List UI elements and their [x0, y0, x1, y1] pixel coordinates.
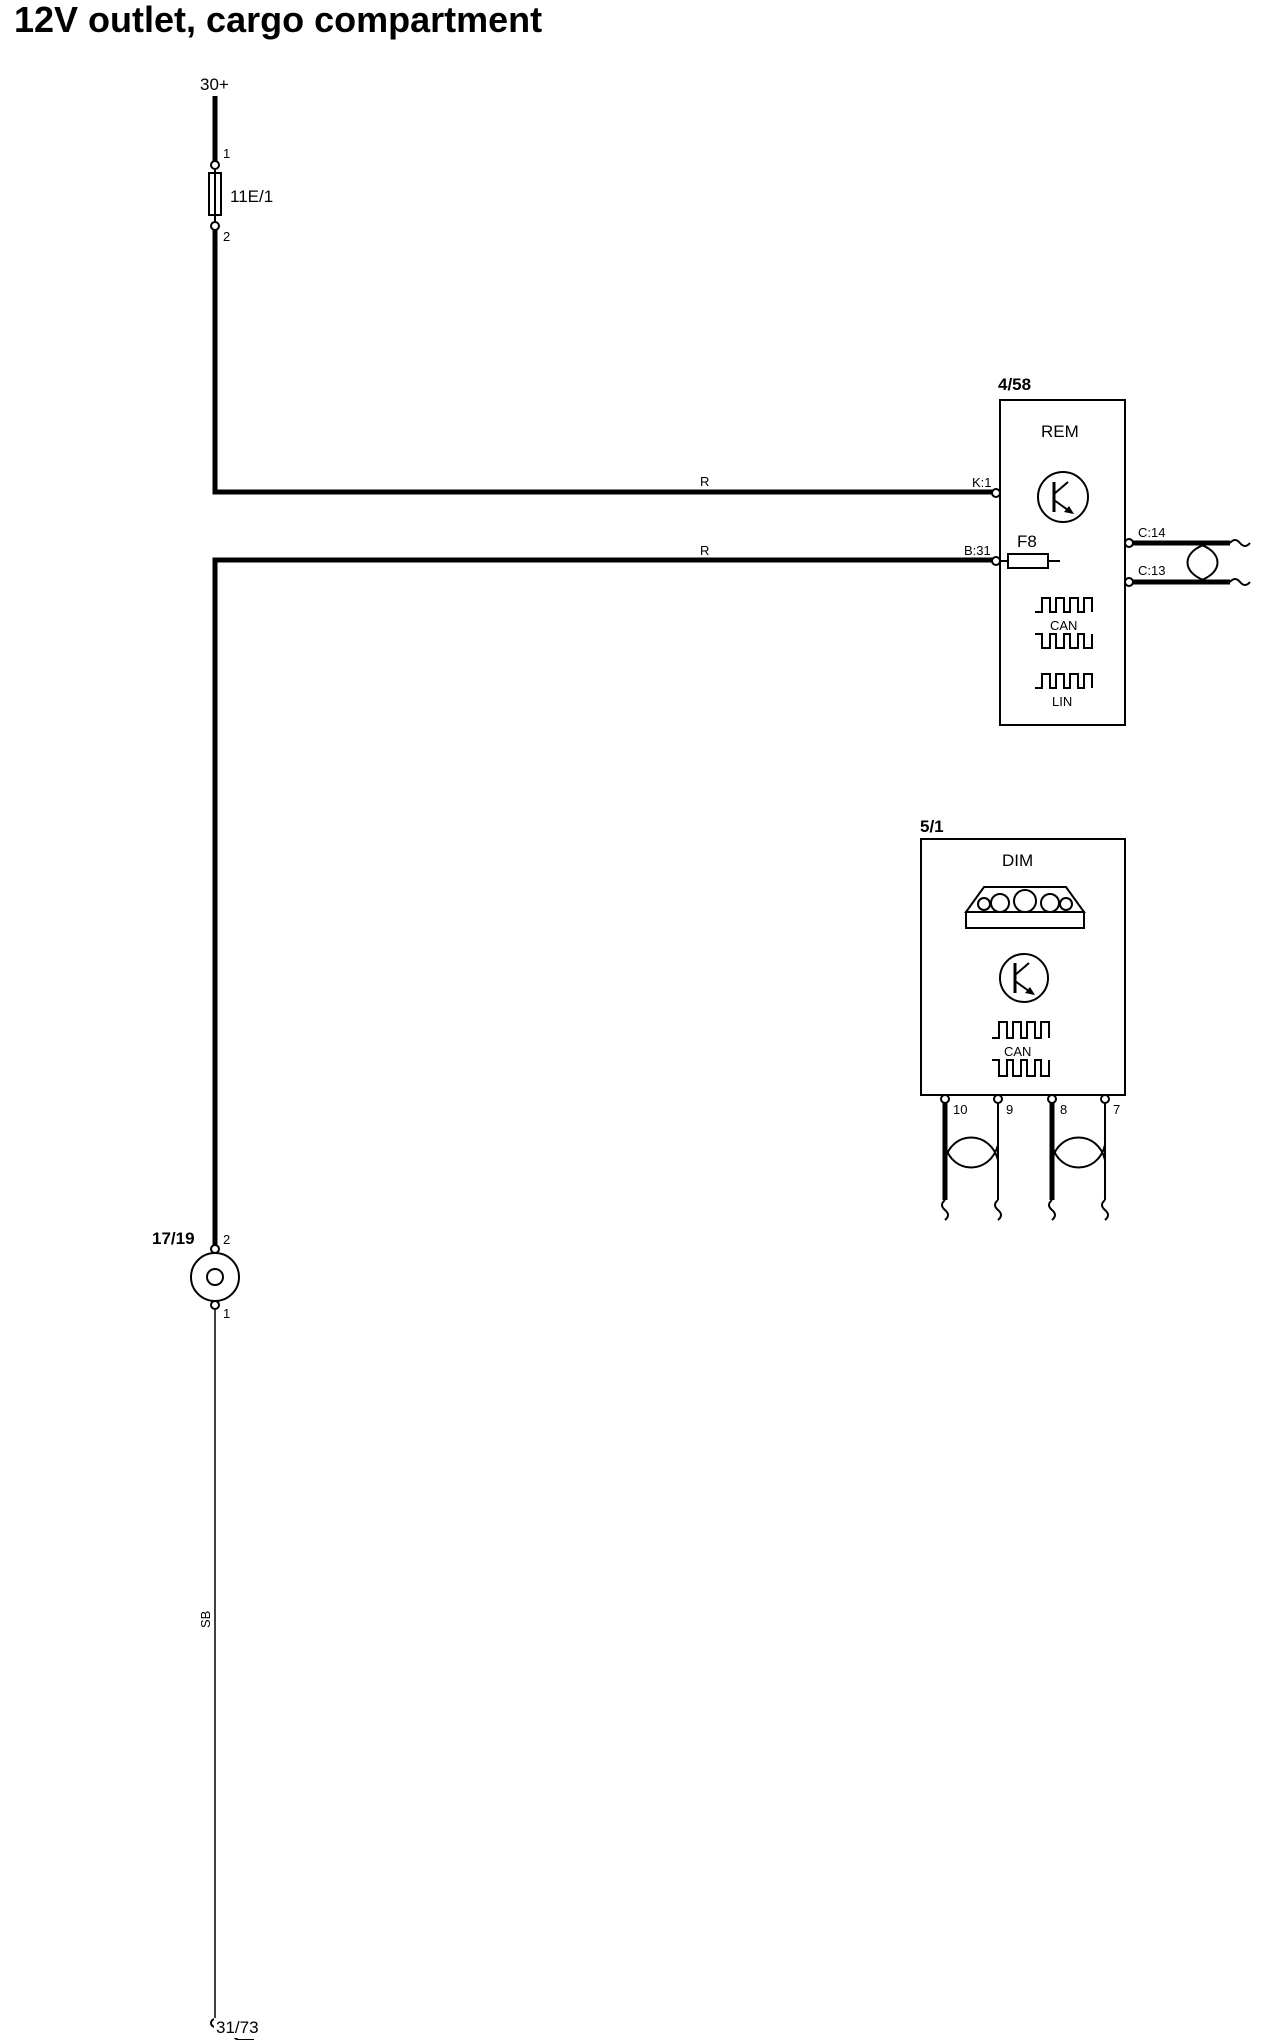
dim-name: DIM: [1002, 851, 1033, 870]
rem-fuse-f8-symbol[interactable]: [1007, 553, 1049, 569]
wire-ground-color: SB: [198, 1611, 213, 1628]
dim-pin-10[interactable]: [940, 1094, 950, 1104]
dim-pin-8[interactable]: [1047, 1094, 1057, 1104]
outlet-pin-1[interactable]: [210, 1300, 220, 1310]
rem-pin-k1-label: K:1: [972, 475, 992, 490]
dim-pin-10-label: 10: [953, 1102, 967, 1117]
rem-id: 4/58: [998, 375, 1031, 394]
rem-pin-c13[interactable]: [1124, 577, 1134, 587]
fuse-pin-1: [210, 160, 220, 170]
fuse-pin-2-label: 2: [223, 229, 230, 244]
wire-rem-to-outlet[interactable]: [212, 557, 994, 1245]
dim-pin-7[interactable]: [1100, 1094, 1110, 1104]
outlet-id: 17/19: [152, 1229, 195, 1248]
wire-switched-color: R: [700, 543, 709, 558]
rem-transistor-icon: [1037, 471, 1089, 523]
wire-supply-to-rem[interactable]: [212, 230, 994, 495]
rem-fuse-label: F8: [1017, 532, 1037, 551]
outlet-pin-1-label: 1: [223, 1306, 230, 1321]
ground-label-visible: 31/73: [214, 2018, 261, 2038]
dim-can-waveform-icon: [992, 1021, 1050, 1077]
wire-supply-color: R: [700, 474, 709, 489]
dim-pin-7-label: 7: [1113, 1102, 1120, 1117]
dim-pin-8-label: 8: [1060, 1102, 1067, 1117]
dim-can-label: CAN: [1004, 1044, 1031, 1059]
rem-pin-c13-label: C:13: [1138, 563, 1165, 578]
fuse-11e1-label: 11E/1: [230, 187, 273, 206]
rem-pin-c14-label: C:14: [1138, 525, 1165, 540]
outlet-pin-2[interactable]: [210, 1244, 220, 1254]
fuse-pin-1-label: 1: [223, 146, 230, 161]
dim-twisted-pair-right[interactable]: [1048, 1103, 1109, 1221]
rem-can-twisted-pair[interactable]: [1133, 539, 1251, 586]
dim-transistor-icon: [999, 953, 1049, 1003]
rem-name: REM: [1041, 422, 1079, 441]
dim-pin-9[interactable]: [993, 1094, 1003, 1104]
rem-pin-b31[interactable]: [991, 556, 1001, 566]
rem-lin-waveform-icon: [1035, 673, 1093, 689]
fuse-pin-2: [210, 221, 220, 231]
instrument-cluster-icon: [964, 886, 1086, 929]
dim-twisted-pair-left[interactable]: [941, 1103, 1002, 1221]
rem-pin-k1[interactable]: [991, 488, 1001, 498]
rem-can-label: CAN: [1050, 618, 1077, 633]
rem-pin-b31-label: B:31: [964, 543, 991, 558]
supply-label: 30+: [200, 75, 229, 94]
power-outlet-icon[interactable]: [190, 1252, 240, 1302]
outlet-pin-2-label: 2: [223, 1232, 230, 1247]
rem-lin-label: LIN: [1052, 694, 1072, 709]
rem-pin-c14[interactable]: [1124, 538, 1134, 548]
dim-pin-9-label: 9: [1006, 1102, 1013, 1117]
rem-can-waveform-icon: [1035, 597, 1093, 649]
diagram-title: 12V outlet, cargo compartment: [14, 0, 542, 40]
dim-id: 5/1: [920, 817, 944, 836]
